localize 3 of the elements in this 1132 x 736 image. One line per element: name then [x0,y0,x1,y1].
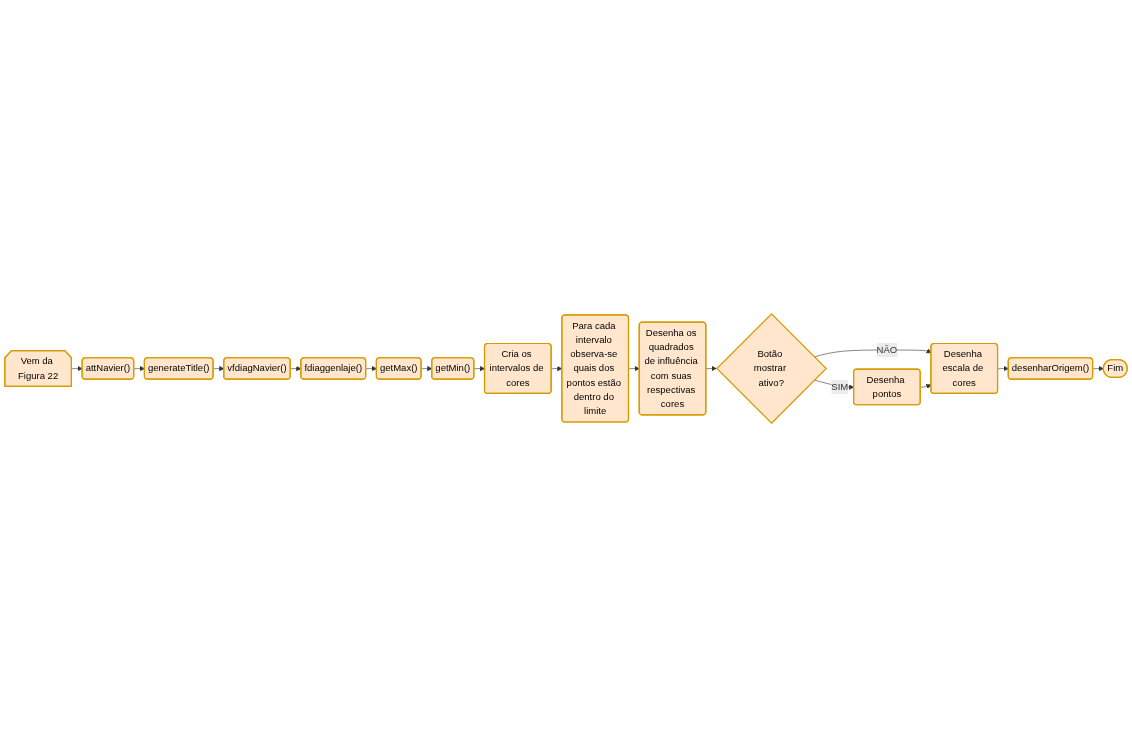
edge-label: NÃO [876,344,898,355]
edge-label: SIM [831,381,849,392]
node-diamond: Botão mostrar ativo? [715,312,828,424]
